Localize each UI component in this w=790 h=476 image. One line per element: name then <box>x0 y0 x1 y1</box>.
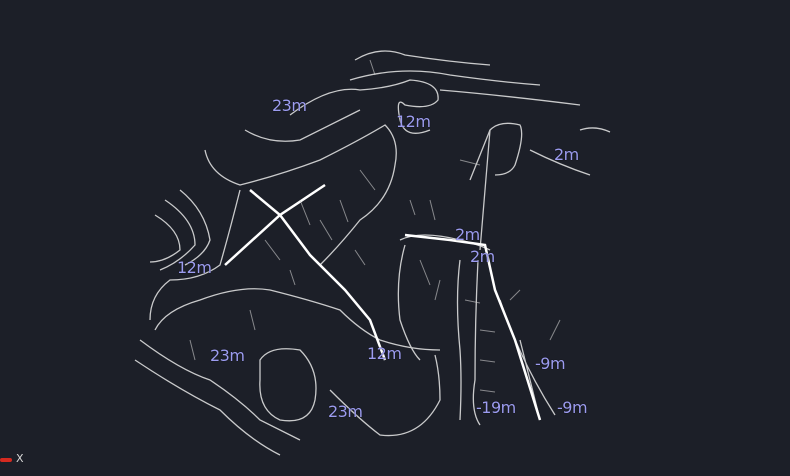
contour-label: 12m <box>367 344 402 363</box>
contour-label: 23m <box>272 96 307 115</box>
contour-label: -9m <box>557 398 588 417</box>
contour-label: 23m <box>328 402 363 421</box>
contour-label: -9m <box>535 354 566 373</box>
x-axis-arrow-icon <box>0 458 12 462</box>
contour-label: 2m <box>470 247 495 266</box>
contour-label: 2m <box>554 145 579 164</box>
contour-label: 23m <box>210 346 245 365</box>
x-axis-label: X <box>16 452 24 465</box>
road-lines <box>224 183 542 421</box>
contour-label: 2m <box>455 225 480 244</box>
contour-label: -19m <box>476 398 516 417</box>
contour-label: 12m <box>396 112 431 131</box>
terrain-strokes <box>189 59 561 393</box>
contour-label: 12m <box>177 258 212 277</box>
contour-lines <box>134 50 611 456</box>
